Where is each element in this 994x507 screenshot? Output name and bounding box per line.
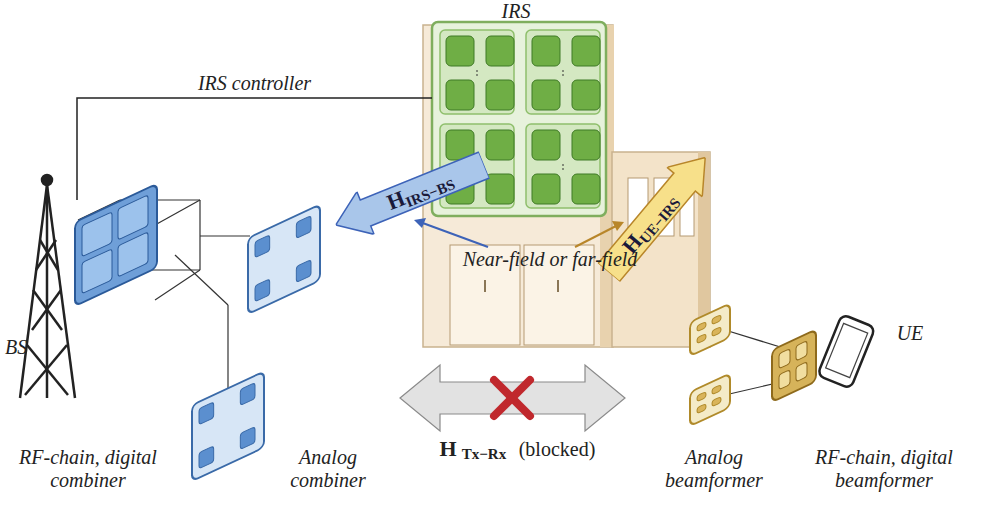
node-heading: IRS [370, 0, 662, 23]
ue-part-label: RF-chain, digital beamformer [780, 446, 988, 492]
node-heading: BS [5, 336, 27, 359]
edge-label: IRS controller [195, 72, 314, 95]
field-note: Near-field or far-field [455, 248, 645, 271]
matrix-symbol: H [438, 436, 458, 461]
matrix-subscript: Tx−Rx [456, 446, 512, 463]
blocked-note: (blocked) [512, 438, 602, 461]
bs-part-label: RF-chain, digital combiner [8, 446, 168, 492]
controller-wire [77, 98, 432, 200]
ue-label: UE [890, 322, 930, 345]
base-station: BS [5, 186, 175, 376]
ue-part-label: Analog beamformer [654, 446, 774, 492]
bs-part-label: Analog combiner [268, 446, 388, 492]
